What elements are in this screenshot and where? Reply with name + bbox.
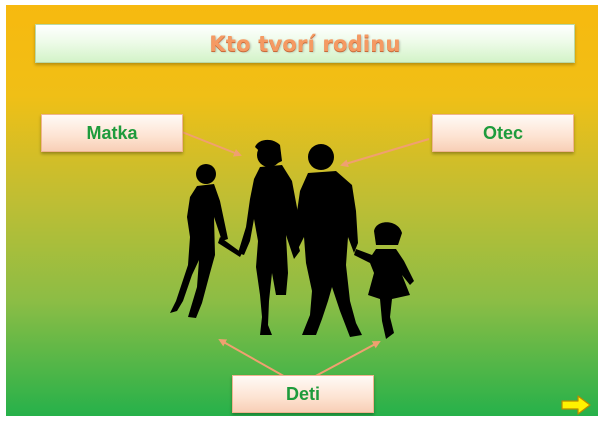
right-arrow-icon[interactable]: [560, 394, 592, 416]
family-illustration: [170, 131, 430, 380]
mother-label: Matka: [86, 122, 138, 143]
slide: Kto tvorí rodinu: [6, 5, 598, 416]
title-box: Kto tvorí rodinu: [35, 24, 575, 63]
slide-title: Kto tvorí rodinu: [209, 31, 401, 56]
girl-silhouette: [354, 222, 414, 339]
arrow-to-mother: [181, 131, 242, 157]
father-label-box: Otec: [432, 114, 574, 152]
boy-silhouette: [170, 164, 242, 318]
father-label: Otec: [482, 122, 524, 143]
children-label: Deti: [285, 383, 320, 404]
children-label-box: Deti: [232, 375, 374, 413]
mother-label-box: Matka: [41, 114, 183, 152]
mother-silhouette: [238, 139, 300, 335]
arrow-to-girl: [309, 341, 381, 380]
arrow-to-boy: [218, 339, 290, 380]
arrow-to-father: [340, 138, 430, 168]
father-silhouette: [292, 144, 362, 337]
